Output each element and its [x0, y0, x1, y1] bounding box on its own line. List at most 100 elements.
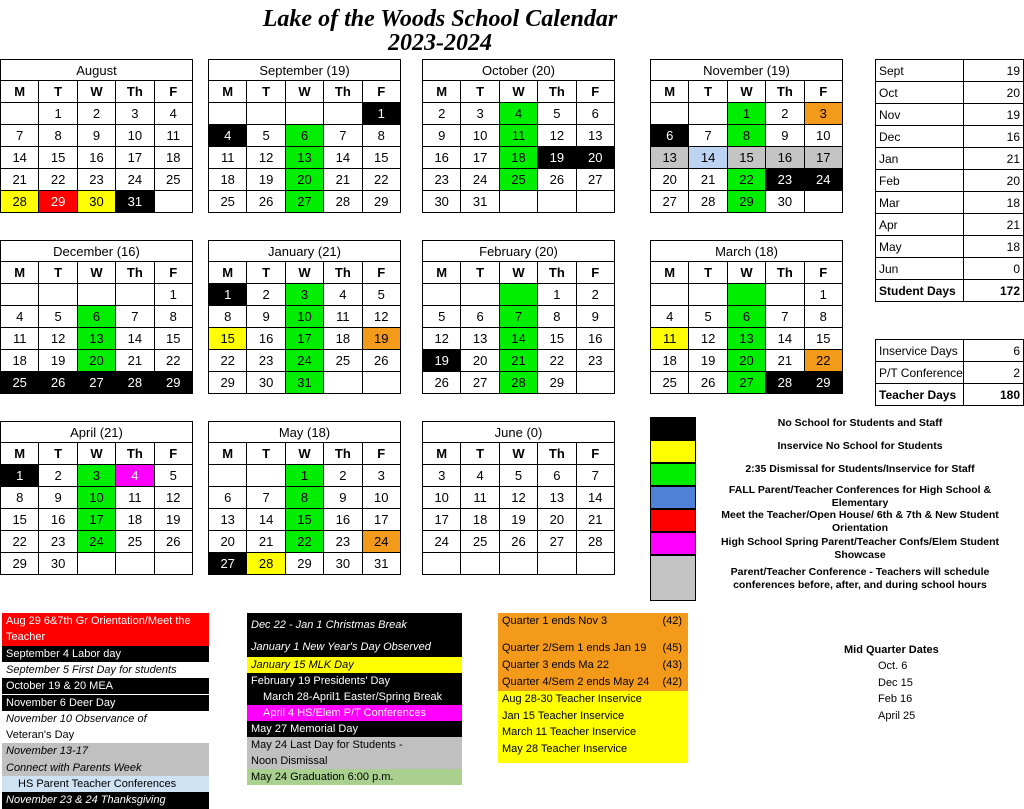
day-cell: 4	[460, 464, 500, 487]
day-header: M	[207, 80, 248, 103]
day-cell: 2	[76, 102, 117, 125]
day-cell	[421, 283, 462, 306]
day-header: W	[726, 261, 767, 284]
day-cell: 29	[803, 371, 844, 394]
day-cell: 12	[246, 146, 286, 169]
count-label: Sept	[875, 59, 964, 82]
day-header: W	[76, 80, 117, 103]
day-cell: 28	[575, 530, 616, 553]
day-cell	[323, 371, 363, 394]
day-cell: 3	[115, 102, 155, 125]
day-cell: 19	[361, 327, 402, 350]
day-cell: 20	[649, 168, 690, 191]
day-cell: 24	[803, 168, 844, 191]
day-cell: 14	[0, 146, 40, 169]
day-cell: 5	[38, 305, 78, 328]
day-cell: 17	[76, 508, 117, 531]
quarter-end-row: Quarter 3 ends Ma 22(43)	[498, 657, 688, 674]
day-cell: 13	[284, 146, 325, 169]
day-header: T	[460, 442, 500, 465]
day-cell: 12	[688, 327, 728, 350]
day-cell: 12	[361, 305, 402, 328]
month-name: March (18)	[650, 240, 843, 262]
day-cell: 25	[115, 530, 155, 553]
day-header: M	[649, 261, 690, 284]
day-cell	[537, 552, 577, 575]
day-cell: 16	[38, 508, 78, 531]
month-name: January (21)	[208, 240, 401, 262]
month-name: August	[0, 59, 193, 81]
day-cell: 24	[361, 530, 402, 553]
day-cell: 10	[76, 486, 117, 509]
day-cell: 29	[537, 371, 577, 394]
day-cell: 12	[498, 486, 539, 509]
day-header: Th	[323, 442, 363, 465]
calendar-note: November 23 & 24 Thanksgiving	[2, 792, 209, 809]
day-header: F	[575, 442, 616, 465]
day-cell: 1	[803, 283, 844, 306]
day-cell: 16	[421, 146, 462, 169]
day-cell: 20	[537, 508, 577, 531]
day-cell: 6	[537, 464, 577, 487]
day-cell: 7	[115, 305, 155, 328]
day-cell: 15	[0, 508, 40, 531]
month-name: May (18)	[208, 421, 401, 443]
calendar-note: Veteran's Day	[2, 727, 209, 744]
day-cell: 10	[421, 486, 462, 509]
day-cell: 28	[115, 371, 155, 394]
day-cell: 5	[421, 305, 462, 328]
day-cell: 3	[361, 464, 402, 487]
count-value: 20	[963, 81, 1024, 104]
day-header: M	[0, 442, 40, 465]
calendar-note: April 4 HS/Elem P/T Conferences	[247, 705, 462, 721]
quarter-label: Quarter 1 ends Nov 3	[502, 615, 608, 627]
day-cell: 28	[246, 552, 286, 575]
day-cell: 1	[0, 464, 40, 487]
day-cell: 15	[284, 508, 325, 531]
day-header: T	[460, 261, 500, 284]
day-cell: 2	[765, 102, 805, 125]
day-cell: 28	[323, 190, 363, 213]
day-cell: 20	[575, 146, 616, 169]
day-cell: 13	[649, 146, 690, 169]
day-cell: 20	[207, 530, 248, 553]
day-cell: 2	[421, 102, 462, 125]
day-cell: 18	[498, 146, 539, 169]
day-cell: 6	[649, 124, 690, 147]
day-cell: 2	[575, 283, 616, 306]
day-cell: 13	[575, 124, 616, 147]
day-cell: 2	[246, 283, 286, 306]
day-cell: 28	[0, 190, 40, 213]
day-cell: 7	[498, 305, 539, 328]
count-label: Dec	[875, 125, 964, 148]
title-line-2: 2023-2024	[388, 30, 492, 56]
day-cell: 18	[153, 146, 194, 169]
day-cell: 3	[421, 464, 462, 487]
day-header: Th	[115, 442, 155, 465]
day-header: M	[0, 261, 40, 284]
day-cell: 21	[0, 168, 40, 191]
inservice-note: Jan 15 Teacher Inservice	[498, 707, 688, 724]
day-cell: 4	[498, 102, 539, 125]
day-cell: 20	[726, 349, 767, 372]
day-cell: 30	[421, 190, 462, 213]
count-value: 6	[963, 339, 1024, 362]
day-cell: 6	[726, 305, 767, 328]
day-cell: 18	[460, 508, 500, 531]
day-cell: 27	[284, 190, 325, 213]
day-cell: 10	[115, 124, 155, 147]
day-cell: 19	[153, 508, 194, 531]
day-cell: 19	[246, 168, 286, 191]
day-cell: 4	[153, 102, 194, 125]
day-cell: 11	[0, 327, 40, 350]
month-name: September (19)	[208, 59, 401, 81]
day-cell: 8	[361, 124, 402, 147]
day-cell: 23	[323, 530, 363, 553]
count-label: Student Days	[875, 279, 964, 302]
day-cell: 26	[38, 371, 78, 394]
calendar-note: May 24 Graduation 6:00 p.m.	[247, 769, 462, 785]
